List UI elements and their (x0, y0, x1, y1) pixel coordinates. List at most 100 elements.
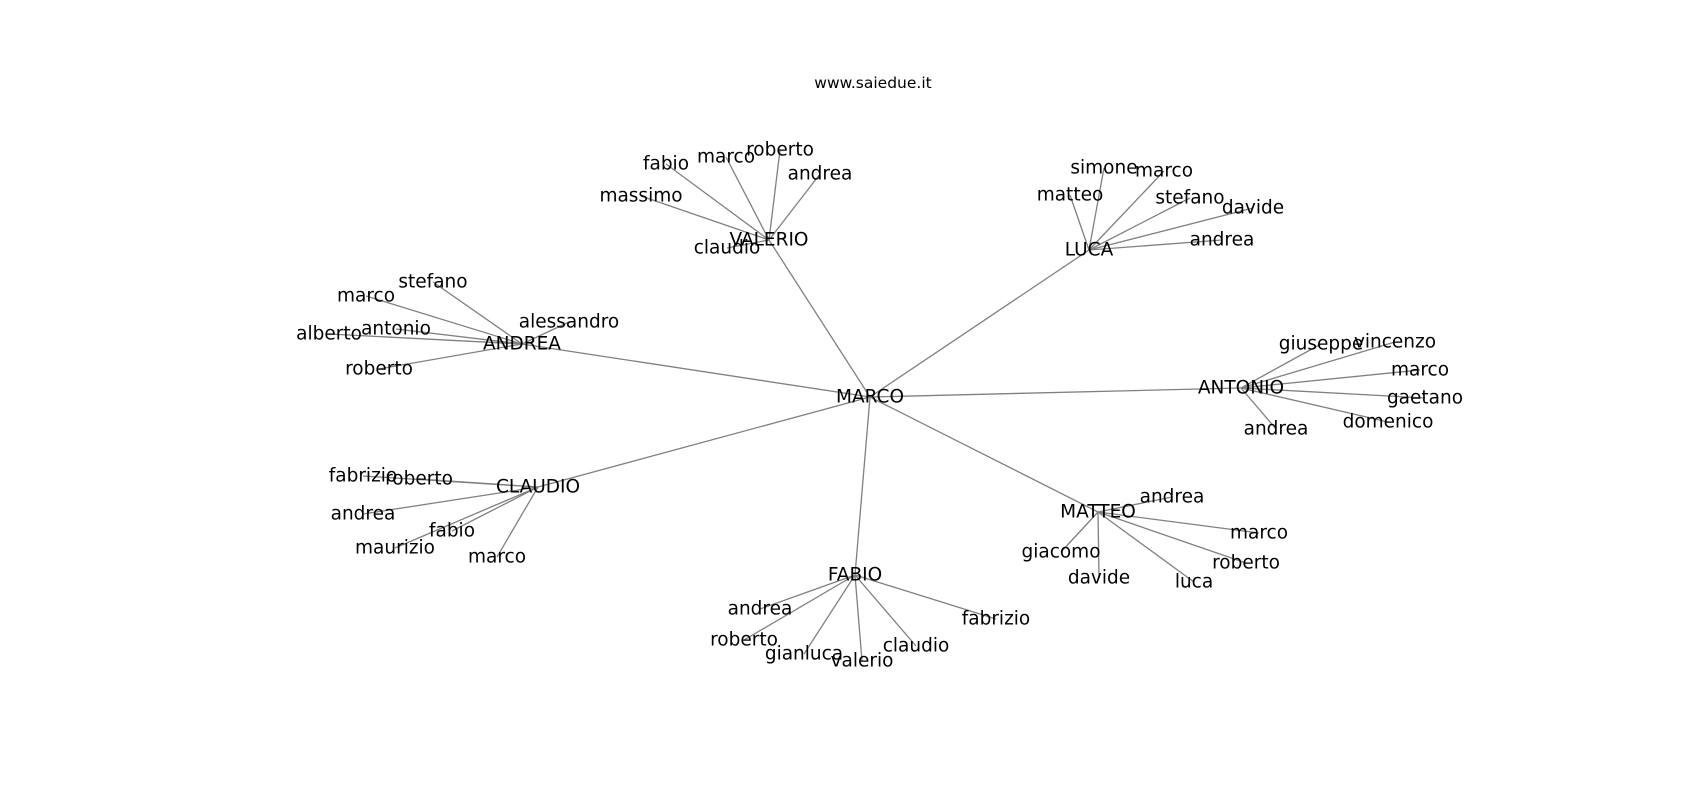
edge-luca-simone (1088, 167, 1105, 251)
leaf-node-giuseppe: giuseppe (1279, 334, 1364, 355)
edge-claudio-andrea (362, 486, 539, 515)
edge-andrea-marco (365, 295, 523, 345)
edge-root-luca (869, 249, 1090, 398)
leaf-node-massimo: massimo (599, 186, 682, 207)
edge-andrea-alberto (328, 333, 523, 345)
leaf-node-andrea: andrea (1244, 419, 1309, 440)
edge-matteo-luca (1097, 511, 1195, 583)
leaf-node-roberto: roberto (1212, 553, 1280, 574)
edge-valerio-marco (725, 156, 770, 241)
leaf-node-giacomo: giacomo (1021, 542, 1100, 563)
leaf-node-marco: marco (1230, 523, 1288, 544)
edge-root-antonio (869, 387, 1242, 398)
hub-node-antonio: ANTONIO (1198, 378, 1284, 399)
edge-antonio-gaetano (1240, 387, 1426, 399)
edge-andrea-alessandro (521, 321, 570, 345)
edge-fabio-fabrizio (854, 574, 997, 620)
edge-root-matteo (869, 396, 1099, 513)
leaf-node-alessandro: alessandro (519, 312, 619, 333)
edge-matteo-giacomo (1060, 511, 1099, 553)
edge-root-fabio (854, 396, 871, 576)
graph-edges (328, 149, 1426, 662)
edge-root-claudio (537, 396, 871, 488)
leaf-node-maurizio: maurizio (355, 538, 435, 559)
graph-title: www.saiedue.it (814, 74, 931, 92)
edge-valerio-fabio (665, 163, 770, 241)
leaf-node-stefano: stefano (398, 272, 467, 293)
leaf-node-stefano: stefano (1155, 188, 1224, 209)
edge-fabio-valerio (854, 574, 863, 662)
leaf-node-fabio: fabio (429, 521, 475, 542)
root-node-label: MARCO (836, 387, 904, 408)
edge-claudio-maurizio (394, 486, 539, 549)
edge-claudio-fabio (451, 486, 539, 532)
leaf-node-antonio: antonio (361, 319, 431, 340)
leaf-node-roberto: roberto (345, 359, 413, 380)
hub-node-andrea: ANDREA (483, 334, 561, 355)
leaf-node-andrea: andrea (331, 504, 396, 525)
edge-fabio-roberto (743, 574, 856, 641)
leaf-node-domenico: domenico (1343, 412, 1434, 433)
edge-matteo-roberto (1097, 511, 1247, 564)
leaf-node-davide: davide (1068, 568, 1130, 589)
hub-node-claudio: CLAUDIO (496, 477, 580, 498)
leaf-node-andrea: andrea (728, 599, 793, 620)
edge-andrea-stefano (432, 281, 523, 345)
edge-luca-davide (1088, 207, 1254, 251)
edge-matteo-andrea (1097, 496, 1173, 513)
edge-fabio-gianluca (803, 574, 856, 655)
leaf-node-marco: marco (697, 147, 755, 168)
edge-fabio-claudio (854, 574, 917, 647)
leaf-node-fabio: fabio (643, 154, 689, 175)
edge-matteo-marco (1097, 511, 1260, 534)
edge-valerio-andrea (768, 173, 821, 241)
edge-claudio-roberto (418, 478, 539, 488)
edge-valerio-roberto (768, 149, 781, 241)
hub-node-matteo: MATTEO (1060, 502, 1136, 523)
leaf-node-roberto: roberto (746, 140, 814, 161)
leaf-node-marco: marco (337, 286, 395, 307)
leaf-node-gianluca: gianluca (765, 644, 843, 665)
hub-node-luca: LUCA (1065, 240, 1114, 261)
edge-valerio-massimo (640, 195, 770, 241)
leaf-node-gaetano: gaetano (1387, 388, 1463, 409)
leaf-node-fabrizio: fabrizio (329, 466, 398, 487)
leaf-node-vincenzo: vincenzo (1354, 332, 1436, 353)
edge-luca-andrea (1088, 239, 1223, 251)
leaf-node-andrea: andrea (1140, 487, 1205, 508)
leaf-node-claudio: claudio (883, 636, 950, 657)
leaf-node-marco: marco (468, 547, 526, 568)
edge-andrea-antonio (395, 328, 523, 345)
edge-valerio-claudio (726, 239, 770, 249)
leaf-node-luca: luca (1175, 572, 1213, 593)
edge-antonio-domenico (1240, 387, 1389, 423)
edge-antonio-marco (1240, 369, 1421, 389)
hub-node-fabio: FABIO (828, 565, 882, 586)
leaf-node-roberto: roberto (385, 469, 453, 490)
leaf-node-fabrizio: fabrizio (962, 609, 1031, 630)
edge-antonio-vincenzo (1240, 341, 1396, 389)
edge-root-andrea (521, 343, 871, 398)
leaf-node-alberto: alberto (296, 324, 362, 345)
leaf-node-davide: davide (1222, 198, 1284, 219)
edge-matteo-davide (1097, 511, 1100, 579)
leaf-node-andrea: andrea (1190, 230, 1255, 251)
edge-antonio-andrea (1240, 387, 1277, 430)
leaf-node-marco: marco (1135, 161, 1193, 182)
leaf-node-claudio: claudio (694, 238, 761, 259)
leaf-node-valerio: valerio (831, 651, 894, 672)
edge-claudio-marco (496, 486, 539, 558)
edge-luca-marco (1088, 170, 1165, 251)
edge-luca-matteo (1069, 194, 1090, 251)
edge-root-valerio (768, 239, 871, 398)
leaf-node-simone: simone (1070, 158, 1137, 179)
leaf-node-roberto: roberto (710, 630, 778, 651)
edge-andrea-roberto (378, 343, 523, 370)
edge-fabio-andrea (759, 574, 856, 610)
edge-antonio-giuseppe (1240, 343, 1322, 389)
edge-luca-stefano (1088, 197, 1191, 251)
leaf-node-andrea: andrea (788, 164, 853, 185)
leaf-node-matteo: matteo (1037, 185, 1104, 206)
